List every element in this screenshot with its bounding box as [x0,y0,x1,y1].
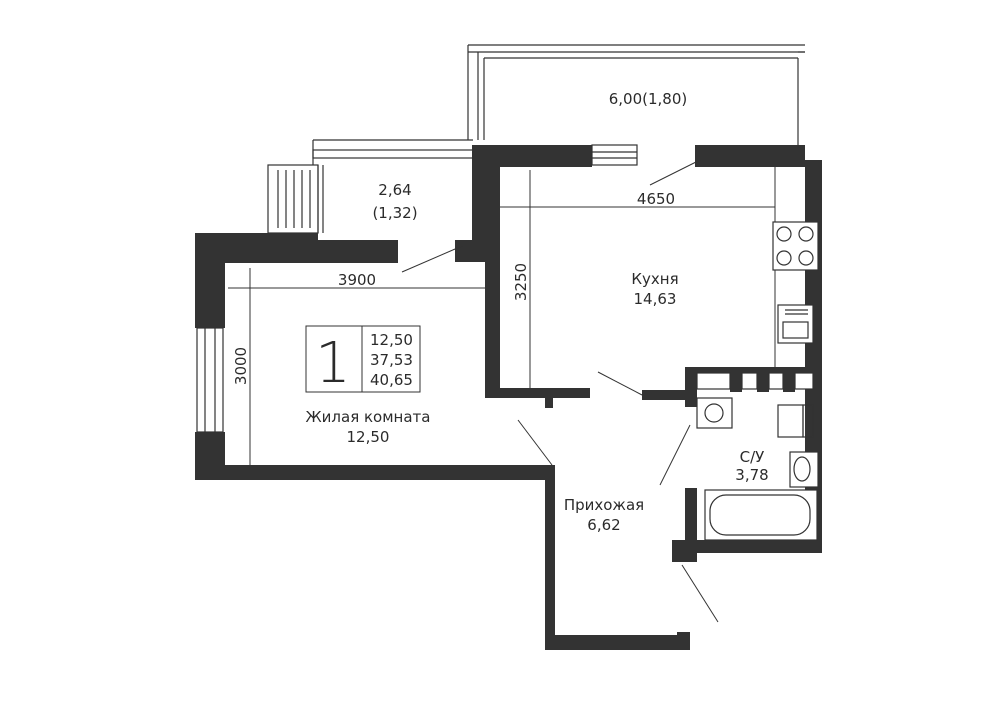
kitchen-fixtures [772,221,819,344]
hall-area: 6,62 [587,516,620,534]
toilet-icon [777,404,804,438]
room-labels: 6,00(1,80) 2,64 (1,32) Кухня 14,63 Жилая… [306,90,769,534]
loggia-big-area: 6,00(1,80) [609,90,688,108]
windows [196,44,805,433]
dim-living-depth: 3000 [232,347,250,385]
summary-total-with-balcony: 40,65 [370,371,413,389]
stove-icon [772,221,819,271]
sink-icon [777,304,814,344]
dim-kitchen-width: 4650 [637,190,675,208]
washer-icon [696,397,733,429]
kitchen-name: Кухня [631,270,678,288]
summary-living-area: 12,50 [370,331,413,349]
bathtub-icon [704,489,818,541]
bathroom-fixtures [696,372,819,541]
dim-living-width: 3900 [338,271,376,289]
loggia-small-area: 2,64 [378,181,411,199]
summary-box: 1 12,50 37,53 40,65 [305,325,421,396]
bath-name: С/У [740,448,765,466]
dim-kitchen-depth: 3250 [512,263,530,301]
rooms-count: 1 [315,331,351,396]
dimension-lines [228,159,776,623]
loggia-small-reduced: (1,32) [372,204,417,222]
living-name: Жилая комната [306,408,431,426]
hall-name: Прихожая [564,496,644,514]
summary-total-area: 37,53 [370,351,413,369]
bath-area: 3,78 [735,466,768,484]
kitchen-area: 14,63 [634,290,677,308]
dimension-labels: 3900 4650 3000 3250 [232,190,675,385]
living-area: 12,50 [347,428,390,446]
